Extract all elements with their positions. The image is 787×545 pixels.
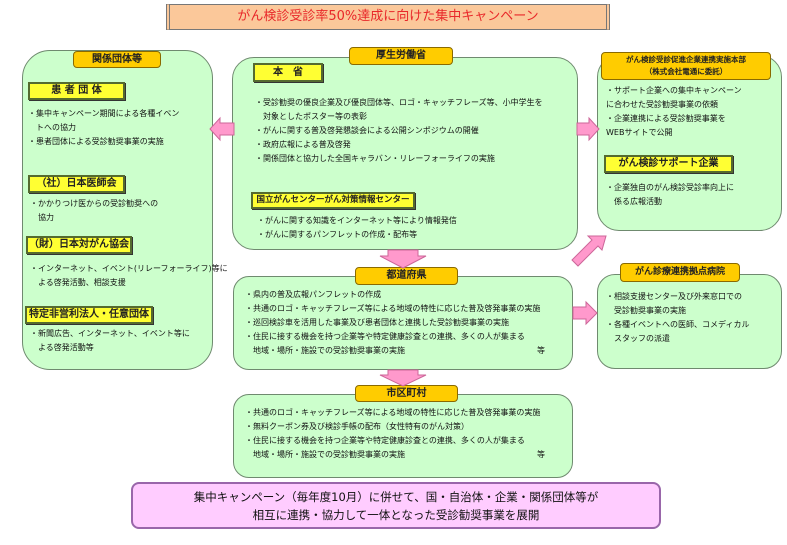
npo-text: ・新聞広告、インターネット、イベント等に よる啓発活動等 xyxy=(30,327,190,355)
text-line: WEBサイトで公開 xyxy=(606,128,673,137)
mhlw-header: 厚生労働省 xyxy=(349,47,453,65)
text-line: ・企業独自のがん検診受診率向上に xyxy=(606,183,734,192)
related-organizations-header: 関係団体等 xyxy=(73,51,161,68)
patient-groups-title: 患 者 団 体 xyxy=(28,82,125,100)
footer-banner: 集中キャンペーン（毎年度10月）に併せて、国・自治体・企業・関係団体等が 相互に… xyxy=(131,482,661,529)
text-line: 対象としたポスター等の表彰 xyxy=(255,112,367,121)
text-line: ・住民に接する機会を持つ企業等や特定健康診査との連携、多くの人が集まる xyxy=(245,436,525,445)
footer-line: 集中キャンペーン（毎年度10月）に併せて、国・自治体・企業・関係団体等が xyxy=(193,490,599,504)
municipality-text: ・共通のロゴ・キャッチフレーズ等による地域の特性に応じた普及啓発事業の実施 ・無… xyxy=(245,406,540,462)
text-line: ・共通のロゴ・キャッチフレーズ等による地域の特性に応じた普及啓発事業の実施 xyxy=(245,408,541,417)
corporate-partnership-header: がん検診受診促進企業連携実施本部 （株式会社電通に委託） xyxy=(601,52,771,80)
cancer-society-text: ・インターネット、イベント(リレーフォーライフ)等に よる啓発活動、相談支援 xyxy=(30,262,228,290)
text-line: 受診勧奨事業の実施 xyxy=(606,306,686,315)
cancer-hospitals-header: がん診療連携拠点病院 xyxy=(620,263,740,282)
honsho-text: ・受診勧奨の優良企業及び優良団体等、ロゴ・キャッチフレーズ等、小中学生を 対象と… xyxy=(255,96,543,166)
text-line: よる啓発活動等 xyxy=(30,343,94,352)
title-banner: がん検診受診率50%達成に向けた集中キャンペーン xyxy=(166,4,610,30)
footer-line: 相互に連携・協力して一体となった受診勧奨事業を展開 xyxy=(252,508,540,522)
support-companies-text: ・企業独自のがん検診受診率向上に 係る広報活動 xyxy=(606,181,734,209)
text-line: ・相談支援センター及び外来窓口での xyxy=(606,292,742,301)
medical-association-title: （社）日本医師会 xyxy=(28,175,125,193)
text-line: ・無料クーポン券及び検診手帳の配布（女性特有のがん対策） xyxy=(245,422,469,431)
text-line: ・住民に接する機会を持つ企業等や特定健康診査との連携、多くの人が集まる xyxy=(245,332,525,341)
corporate-partnership-panel xyxy=(597,55,782,231)
text-line: 協力 xyxy=(30,213,54,222)
text-line: よる啓発活動、相談支援 xyxy=(30,278,126,287)
header-line: がん検診受診促進企業連携実施本部 xyxy=(626,55,746,64)
text-line: ・政府広報による普及啓発 xyxy=(255,140,351,149)
support-companies-title: がん検診サポート企業 xyxy=(604,155,733,173)
text-line: 地域・場所・施設での受診勧奨事業の実施 xyxy=(245,346,405,355)
text-line: ・がんに関するパンフレットの作成・配布等 xyxy=(257,230,418,239)
text-line: ・各種イベントへの医師、コメディカル xyxy=(606,320,750,329)
medical-association-text: ・かかりつけ医からの受診勧奨への 協力 xyxy=(30,197,158,225)
cancer-hospitals-text: ・相談支援センター及び外来窓口での 受診勧奨事業の実施 ・各種イベントへの医師、… xyxy=(606,290,749,346)
arrow-diagonal-icon xyxy=(571,235,607,267)
text-line: に合わせた受診勧奨事業の依頼 xyxy=(606,100,718,109)
text-line: ・新聞広告、インターネット、イベント等に xyxy=(30,329,190,338)
header-line: （株式会社電通に委託） xyxy=(644,67,728,76)
ncc-title: 国立がんセンターがん対策情報センター xyxy=(251,192,415,209)
npo-title: 特定非営利法人・任意団体 xyxy=(25,306,153,324)
text-line: ・巡回検診車を活用した事業及び患者団体と連携した受診勧奨事業の実施 xyxy=(245,318,509,327)
text-line: ・受診勧奨の優良企業及び優良団体等、ロゴ・キャッチフレーズ等、小中学生を xyxy=(255,98,543,107)
municipality-etc: 等 xyxy=(537,450,545,459)
arrow-left-icon xyxy=(209,116,235,142)
text-line: ・がんに関する普及啓発懇談会による公開シンポジウムの開催 xyxy=(255,126,479,135)
text-line: 係る広報活動 xyxy=(606,197,662,206)
honsho-title: 本 省 xyxy=(253,63,323,82)
ncc-text: ・がんに関する知識をインターネット等により情報発信 ・がんに関するパンフレットの… xyxy=(257,214,457,242)
text-line: ・企業連携による受診勧奨事業を xyxy=(606,114,726,123)
text-line: ・関係団体と協力した全国キャラバン・リレーフォーライフの実施 xyxy=(255,154,495,163)
arrow-down-icon xyxy=(379,369,427,387)
municipality-header: 市区町村 xyxy=(355,385,458,402)
text-line: トへの協力 xyxy=(28,123,76,132)
patient-groups-text: ・集中キャンペーン期間による各種イベン トへの協力 ・患者団体による受診勧奨事業… xyxy=(28,107,179,149)
prefecture-text: ・県内の普及広報パンフレットの作成 ・共通のロゴ・キャッチフレーズ等による地域の… xyxy=(245,288,540,358)
text-line: ・インターネット、イベント(リレーフォーライフ)等に xyxy=(30,264,228,273)
prefecture-etc: 等 xyxy=(537,346,545,355)
text-line: 地域・場所・施設での受診勧奨事業の実施 xyxy=(245,450,405,459)
corporate-partnership-text: ・サポート企業への集中キャンペーン に合わせた受診勧奨事業の依頼 ・企業連携によ… xyxy=(606,84,742,140)
arrow-right-icon xyxy=(572,300,598,326)
text-line: ・がんに関する知識をインターネット等により情報発信 xyxy=(257,216,457,225)
prefecture-header: 都道府県 xyxy=(355,267,458,285)
cancer-society-title: （財）日本対がん協会 xyxy=(26,236,132,254)
arrow-right-icon xyxy=(576,116,600,142)
text-line: ・共通のロゴ・キャッチフレーズ等による地域の特性に応じた普及啓発事業の実施 xyxy=(245,304,541,313)
text-line: ・県内の普及広報パンフレットの作成 xyxy=(245,290,382,299)
text-line: スタッフの派遣 xyxy=(606,334,670,343)
title: がん検診受診率50%達成に向けた集中キャンペーン xyxy=(237,9,539,24)
text-line: ・患者団体による受診勧奨事業の実施 xyxy=(28,137,164,146)
text-line: ・サポート企業への集中キャンペーン xyxy=(606,86,742,95)
arrow-down-icon xyxy=(379,249,427,269)
mhlw-panel xyxy=(232,57,578,250)
text-line: ・かかりつけ医からの受診勧奨への xyxy=(30,199,159,208)
municipality-panel xyxy=(233,394,573,478)
text-line: ・集中キャンペーン期間による各種イベン xyxy=(28,109,180,118)
